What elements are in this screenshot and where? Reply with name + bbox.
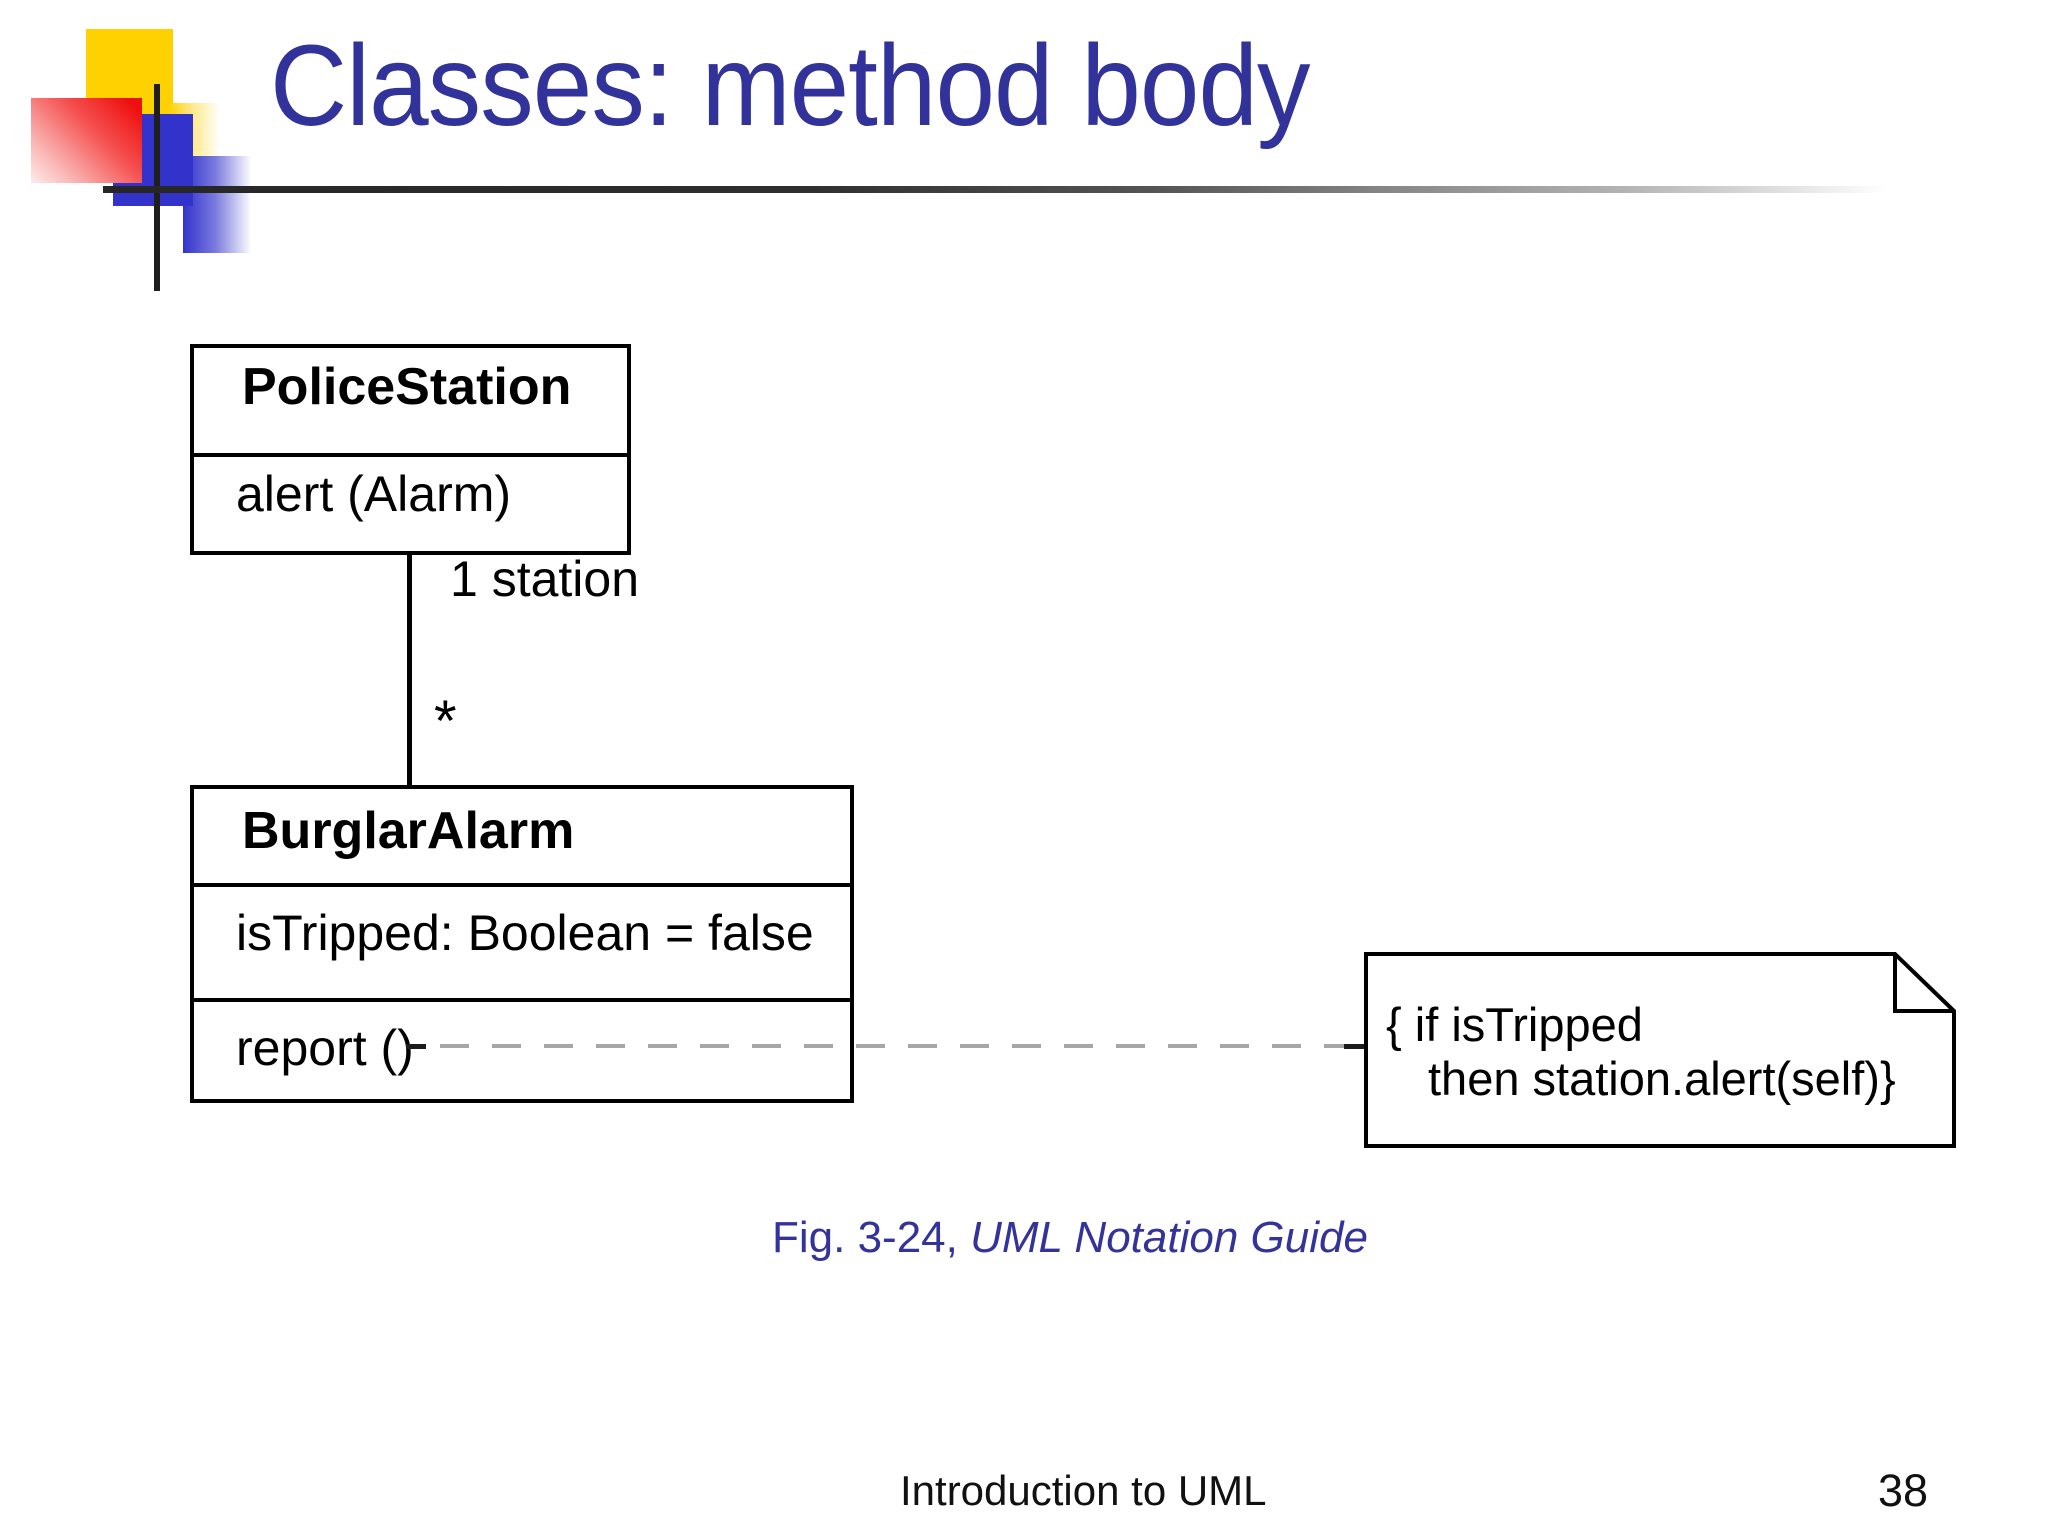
association-line xyxy=(407,553,412,787)
slide-title: Classes: method body xyxy=(270,22,1311,150)
class-operation-report: report () xyxy=(194,998,850,1077)
note-line-2: then station.alert(self)} xyxy=(1428,1052,1896,1105)
decoration-red-square xyxy=(31,98,142,183)
page-number: 38 xyxy=(1878,1465,1929,1516)
multiplicity-label-station: 1 station xyxy=(450,551,640,607)
class-attribute-istripped: isTripped: Boolean = false xyxy=(194,883,850,998)
note-text: { if isTripped then station.alert(self)} xyxy=(1386,998,1896,1106)
connector-start-tick xyxy=(406,1044,426,1049)
class-name-burglaralarm: BurglarAlarm xyxy=(242,802,575,860)
class-operation-alert: alert (Alarm) xyxy=(194,453,627,523)
note-fold-corner xyxy=(1893,954,1954,1013)
figure-caption: Fig. 3-24, UML Notation Guide xyxy=(772,1213,1368,1263)
method-body-note xyxy=(1364,952,1956,1148)
multiplicity-label-alarm: * xyxy=(434,689,457,754)
connector-dashes xyxy=(440,1044,1344,1048)
method-body-connector xyxy=(406,1044,1366,1049)
note-line-1: { if isTripped xyxy=(1386,998,1643,1051)
footer-text: Introduction to UML xyxy=(900,1467,1267,1514)
note-outline xyxy=(1364,952,1956,1148)
class-box-burglaralarm: BurglarAlarm isTripped: Boolean = false … xyxy=(190,785,854,1103)
decoration-blue-fade xyxy=(183,156,255,253)
class-box-policestation: PoliceStation alert (Alarm) xyxy=(190,344,631,555)
class-name-policestation: PoliceStation xyxy=(242,358,572,416)
connector-end-tick xyxy=(1344,1044,1366,1049)
figure-caption-number: Fig. 3-24, xyxy=(772,1213,971,1262)
title-rule xyxy=(103,186,1923,193)
figure-caption-source: UML Notation Guide xyxy=(970,1213,1368,1262)
